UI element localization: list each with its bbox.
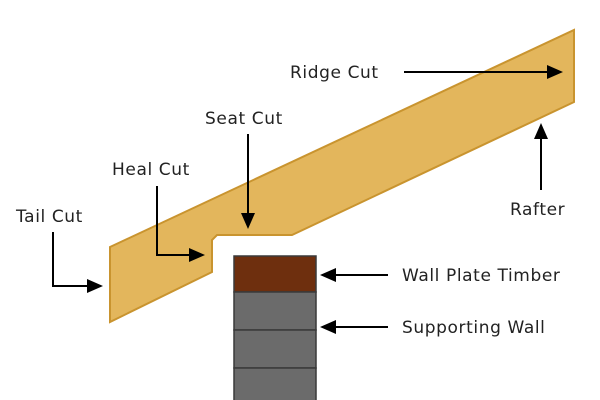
heal-cut-arrow (156, 186, 205, 262)
wall-block (233, 291, 317, 331)
supporting-wall-arrow (320, 320, 388, 334)
supporting-wall (233, 291, 317, 400)
wall-plate-timber (233, 255, 317, 293)
rafter-arrow (534, 123, 548, 190)
seat-cut-label: Seat Cut (205, 109, 283, 129)
heal-cut-label: Heal Cut (112, 160, 190, 180)
tail-cut-label: Tail Cut (15, 207, 83, 227)
wall-block (233, 367, 317, 400)
ridge-cut-label: Ridge Cut (290, 63, 379, 83)
wall-plate-timber-arrow (320, 268, 388, 282)
wall-block (233, 329, 317, 369)
rafter-label: Rafter (510, 200, 565, 220)
wall-plate-timber-label: Wall Plate Timber (402, 266, 561, 286)
seat-cut-arrow (241, 134, 255, 229)
rafter (109, 28, 575, 324)
tail-cut-arrow (52, 232, 103, 293)
supporting-wall-label: Supporting Wall (402, 318, 545, 338)
ridge-cut-arrow (404, 65, 563, 79)
